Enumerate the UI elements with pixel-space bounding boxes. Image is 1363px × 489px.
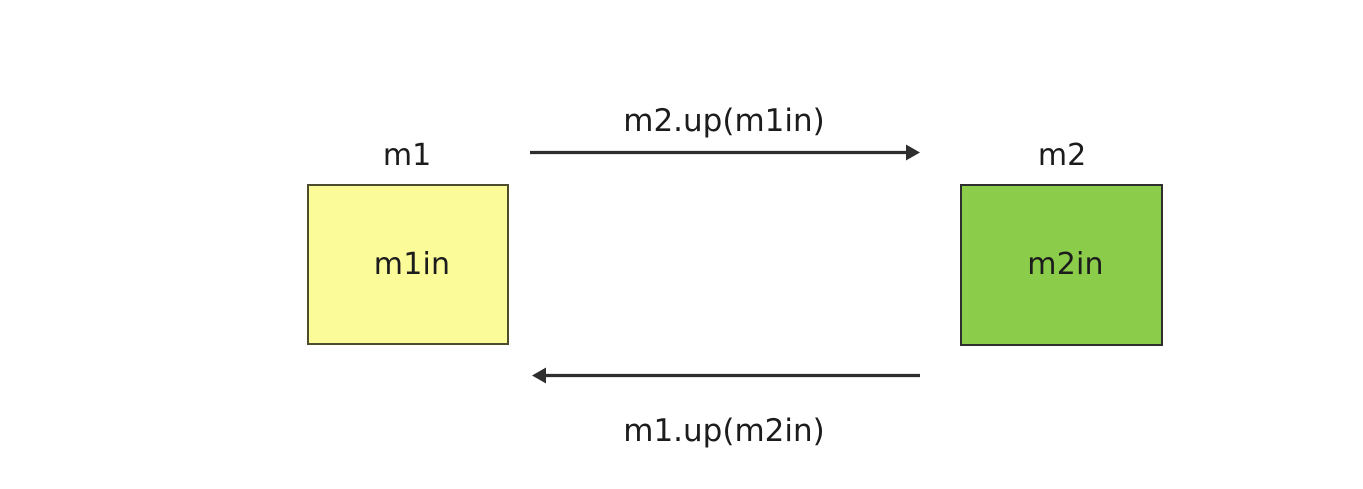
node-inner-label-m2: m2in [1027, 247, 1104, 282]
arrow-right-icon [530, 144, 920, 161]
node-title-m1: m1 [382, 138, 432, 173]
node-inner-label-m1: m1in [373, 246, 451, 282]
arrow-bottom-head [532, 367, 546, 384]
node-box-m2[interactable]: m2in [960, 184, 1163, 346]
edge-label-bottom: m1.up(m2in) [623, 413, 825, 449]
arrow-left-icon [532, 367, 920, 384]
node-title-m2: m2 [1037, 138, 1087, 173]
arrow-top-head [906, 144, 920, 161]
edge-label-top: m2.up(m1in) [623, 103, 825, 139]
node-box-m1[interactable]: m1in [307, 184, 509, 345]
